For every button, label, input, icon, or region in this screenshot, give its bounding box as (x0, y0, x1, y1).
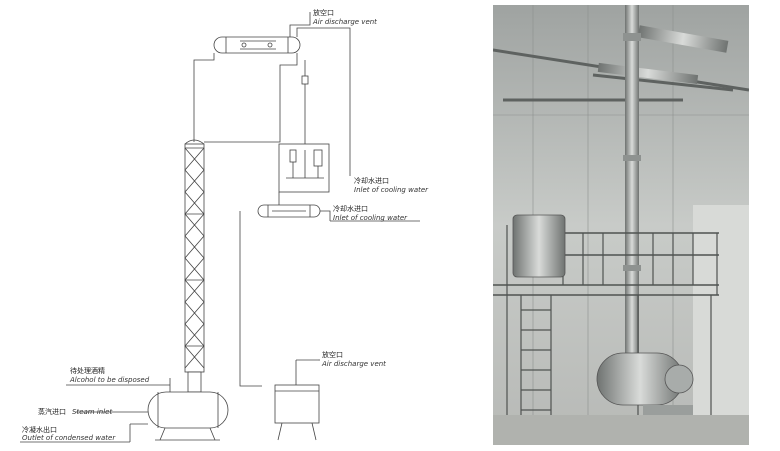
air-vent-bottom-cn: 放空口 (322, 350, 343, 359)
reboiler-tank (118, 378, 229, 441)
air-vent-top-en: Air discharge vent (312, 18, 377, 26)
top-condenser (213, 36, 301, 54)
cooling-water-1-cn: 冷却水进口 (354, 176, 389, 185)
distillation-column (184, 139, 205, 393)
steam-cn: 蒸汽进口 (38, 407, 66, 416)
cooling-water-2-en: Inlet of cooling water (333, 214, 408, 222)
reflux-cooler-box (278, 60, 330, 193)
air-vent-top-cn: 放空口 (313, 8, 334, 17)
process-flow-diagram: 放空口 Air discharge vent 冷却水进口 Inlet of co… (20, 8, 429, 443)
receiving-tank (274, 359, 320, 441)
air-vent-bottom-en: Air discharge vent (321, 360, 386, 368)
condensed-cn: 冷凝水出口 (22, 425, 57, 434)
alcohol-en: Alcohol to be disposed (69, 376, 150, 384)
alcohol-cn: 待处理酒精 (70, 366, 105, 375)
cooling-water-1-en: Inlet of cooling water (354, 186, 429, 194)
steam-en: Steam inlet (72, 408, 112, 416)
condensed-en: Outlet of condensed water (22, 434, 116, 442)
cooling-water-2-cn: 冷却水进口 (333, 204, 368, 213)
second-condenser (239, 204, 331, 387)
equipment-photo (493, 5, 749, 445)
